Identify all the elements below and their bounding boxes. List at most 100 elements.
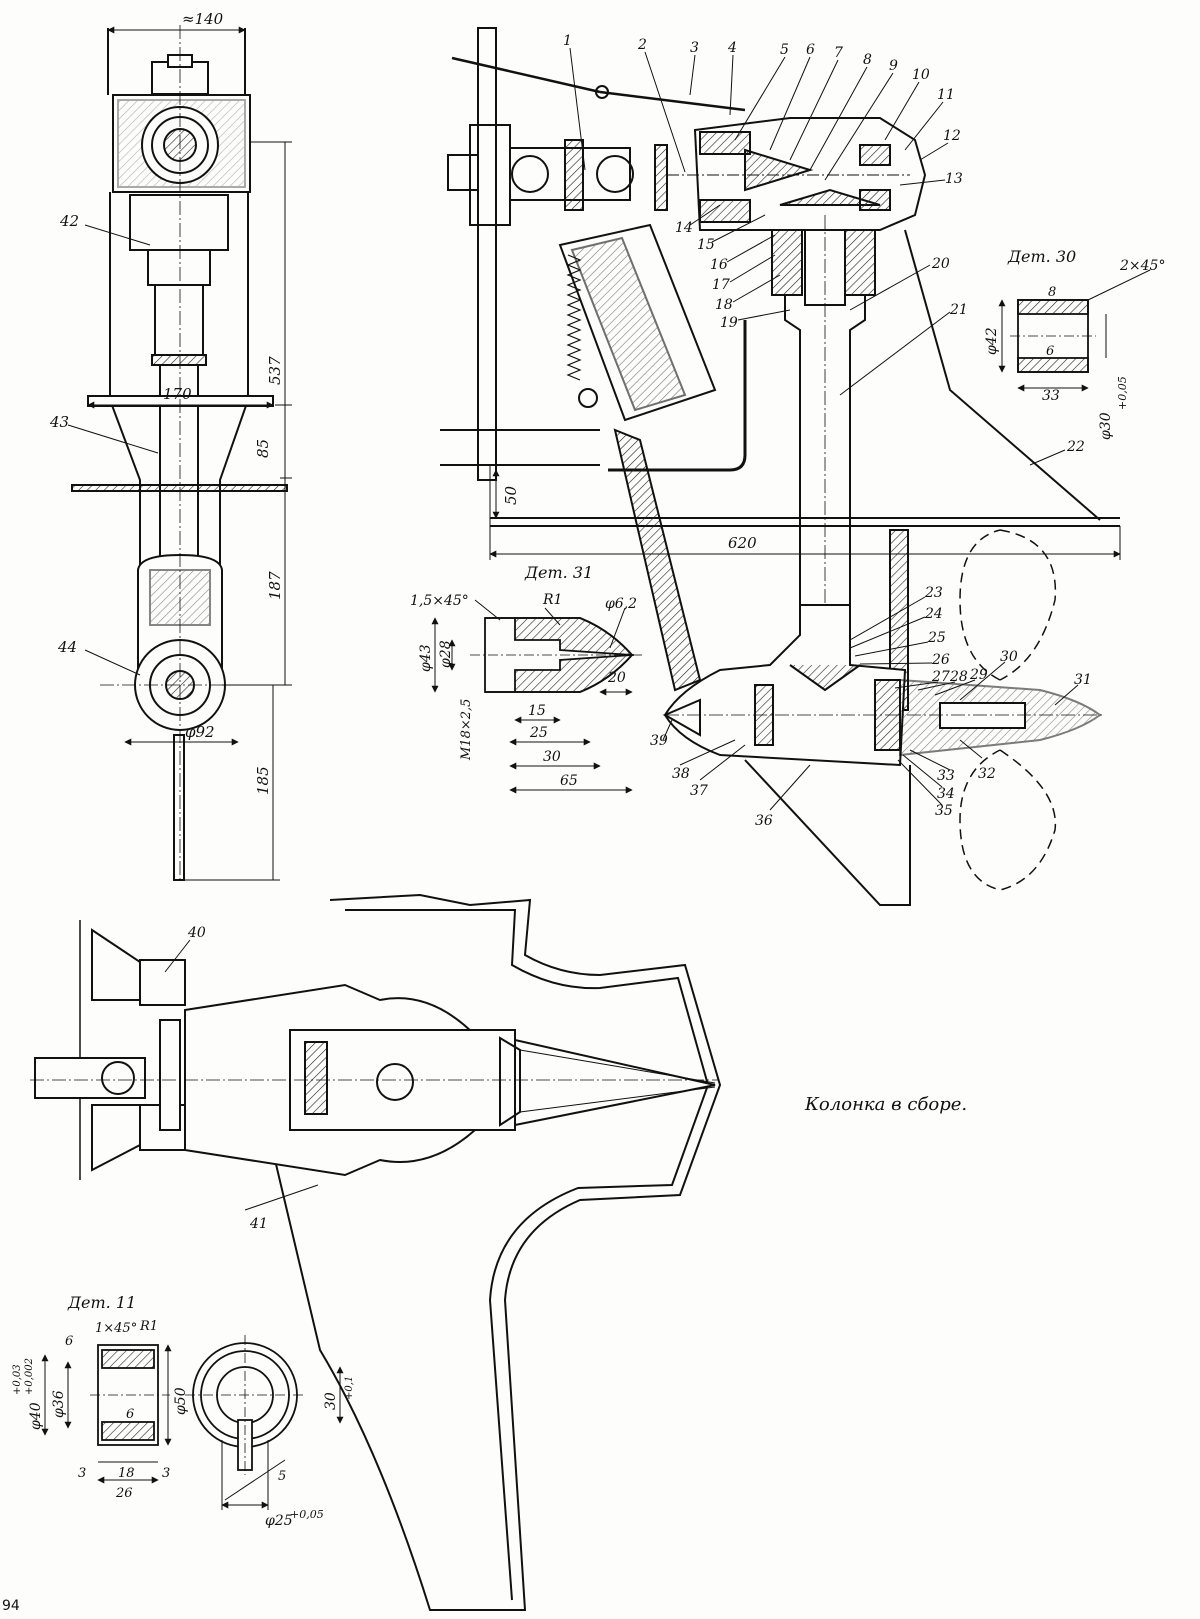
d11-l26: 26 [115, 1486, 133, 1501]
dim-dia92: φ92 [185, 723, 215, 741]
d11-w5: 5 [278, 1469, 286, 1484]
callout-31: 31 [1074, 672, 1092, 688]
side-callout-leaders [569, 47, 1079, 811]
callout-13: 13 [945, 171, 963, 187]
callout-37: 37 [690, 783, 708, 799]
d31-dia28: φ28 [438, 640, 454, 668]
detail-30-title: Дет. 30 [1007, 247, 1076, 266]
callout-44: 44 [57, 638, 77, 656]
callout-33: 33 [937, 768, 955, 784]
d30-dia42: φ42 [984, 327, 1000, 355]
d31-l20: 20 [607, 670, 626, 686]
callout-20: 20 [931, 256, 950, 272]
d11-dia40: φ40 [28, 1402, 44, 1430]
callout-22: 22 [1066, 439, 1085, 455]
front-view-dimensions [67, 26, 292, 881]
callout-19: 19 [720, 315, 738, 331]
callout-16: 16 [710, 257, 728, 273]
d11-rough6a: 6 [65, 1334, 73, 1349]
d30-tol30: +0,05 [1116, 376, 1129, 410]
callout-28: 28 [949, 669, 968, 685]
dim-537: 537 [266, 356, 284, 385]
callout-3: 3 [690, 40, 699, 56]
top-view-callouts: 40 41 [187, 925, 268, 1232]
d11-dia25: φ25 [265, 1513, 293, 1529]
callout-9: 9 [889, 58, 898, 74]
callout-11: 11 [937, 87, 955, 103]
callout-5: 5 [780, 42, 789, 58]
d11-rough6b: 6 [126, 1407, 134, 1422]
d11-d30: 30 [323, 1392, 339, 1410]
callout-14: 14 [675, 220, 693, 236]
callout-32: 32 [978, 766, 996, 782]
d30-len33: 33 [1042, 388, 1060, 404]
d11-tol40a: +0,03 [12, 1364, 23, 1395]
d31-dia62: φ6,2 [605, 596, 637, 612]
d11-l3b: 3 [162, 1466, 170, 1481]
callout-10: 10 [912, 67, 930, 83]
page-number: 94 [2, 1598, 20, 1614]
callout-42: 42 [59, 212, 79, 230]
d11-l18: 18 [118, 1466, 135, 1481]
d11-l3a: 3 [78, 1466, 86, 1481]
d30-dia30: φ30 [1098, 412, 1114, 440]
detail-31-title: Дет. 31 [524, 563, 593, 582]
front-view [71, 25, 288, 881]
callout-2: 2 [637, 37, 647, 53]
d11-dia50: φ50 [173, 1387, 189, 1415]
dim-620: 620 [728, 534, 757, 552]
d31-dia43: φ43 [418, 644, 434, 672]
callout-8: 8 [863, 52, 872, 68]
callout-25: 25 [927, 630, 946, 646]
d30-chamfer: 2×45° [1119, 258, 1165, 274]
d11-tol40b: +0,002 [24, 1358, 35, 1395]
dim-flange-width: 170 [163, 385, 192, 403]
d31-l15: 15 [528, 703, 546, 719]
side-section-view [440, 27, 1120, 906]
callout-4: 4 [727, 40, 737, 56]
dim-85: 85 [254, 439, 272, 458]
drawing-caption: Колонка в сборе. [805, 1094, 968, 1115]
side-view-dimensions [489, 466, 1121, 560]
callout-1: 1 [563, 33, 572, 49]
d31-l25: 25 [529, 725, 548, 741]
detail-30: Дет. 30 8 2×45° φ42 6 33 φ30 +0,05 [984, 247, 1165, 440]
callout-41: 41 [249, 1216, 268, 1232]
callout-30: 30 [1000, 649, 1018, 665]
callout-12: 12 [943, 128, 961, 144]
callout-6: 6 [806, 42, 815, 58]
dim-185: 185 [254, 766, 272, 795]
callout-34: 34 [937, 786, 955, 802]
d11-dia36: φ36 [51, 1390, 67, 1418]
callout-7: 7 [834, 45, 843, 61]
callout-43: 43 [49, 413, 69, 431]
d31-chamfer: 1,5×45° [410, 593, 469, 609]
callout-26: 26 [931, 652, 950, 668]
d31-l30: 30 [543, 749, 561, 765]
front-view-dimension-text: ≈140 170 537 85 187 185 φ92 42 43 44 [49, 10, 284, 795]
dim-50: 50 [502, 485, 520, 505]
d11-tol30: +0,1 [344, 1376, 355, 1400]
detail-31: Дет. 31 1,5×45° R1 φ6,2 φ43 φ28 M18×2,5 … [410, 563, 645, 794]
dim-187: 187 [266, 571, 284, 600]
d31-radius: R1 [542, 592, 562, 608]
callout-27: 27 [931, 669, 950, 685]
callout-38: 38 [672, 766, 690, 782]
d11-chamfer: 1×45° [95, 1321, 137, 1336]
callout-15: 15 [697, 237, 715, 253]
callout-24: 24 [924, 606, 943, 622]
d11-radius: R1 [139, 1319, 158, 1334]
d30-rough8: 8 [1048, 285, 1056, 300]
d11-tol25: +0,05 [290, 1508, 324, 1521]
callout-18: 18 [715, 297, 733, 313]
top-view [30, 893, 722, 1611]
callout-36: 36 [755, 813, 773, 829]
detail-11: Дет. 11 1×45° R1 6 6 φ40 +0,03 [12, 1293, 355, 1529]
d30-rough6: 6 [1046, 344, 1054, 359]
callout-40: 40 [187, 925, 206, 941]
callout-23: 23 [924, 585, 943, 601]
callout-39: 39 [650, 733, 668, 749]
callout-35: 35 [935, 803, 953, 819]
d31-thread: M18×2,5 [459, 699, 474, 761]
